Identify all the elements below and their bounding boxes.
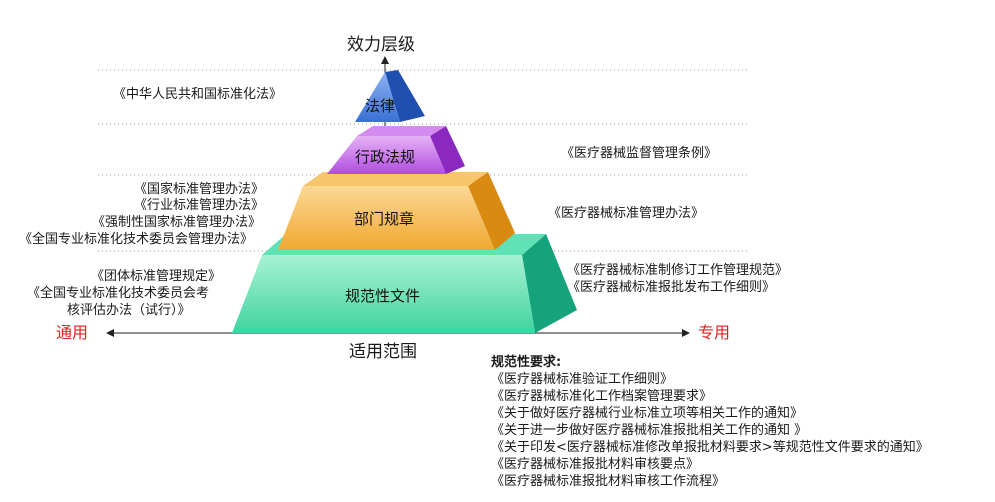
requirement-item: 《关于做好医疗器械行业标准立项等相关工作的通知》 xyxy=(491,406,804,421)
annotation-standardization-law: 《中华人民共和国标准化法》 xyxy=(113,87,283,102)
annotation-rule-item: 《行业标准管理办法》 xyxy=(134,198,265,213)
annotation-device-standard-rule: 《医疗器械标准管理办法》 xyxy=(548,206,705,221)
horizontal-axis-left-arrow xyxy=(106,329,114,337)
annotation-document-item: 《医疗器械标准制修订工作管理规范》 xyxy=(567,263,789,278)
tier-departmental-rules xyxy=(278,172,515,250)
axis-end-general: 通用 xyxy=(56,323,89,342)
horizontal-axis-right-arrow xyxy=(682,329,690,337)
tier-label-departmental-rules: 部门规章 xyxy=(354,210,415,228)
annotation-rule-item: 《全国专业标准化技术委员会管理办法》 xyxy=(19,232,254,247)
requirement-item: 《医疗器械标准验证工作细则》 xyxy=(491,372,674,387)
annotation-rule-item: 《国家标准管理办法》 xyxy=(134,182,265,197)
tier-label-normative-documents: 规范性文件 xyxy=(345,287,421,305)
axis-end-specific: 专用 xyxy=(698,323,731,342)
annotation-rule-item: 《强制性国家标准管理办法》 xyxy=(92,215,262,230)
annotation-device-supervision-regulation: 《医疗器械监督管理条例》 xyxy=(561,146,718,161)
annotation-document-item: 《医疗器械标准报批发布工作细则》 xyxy=(567,280,776,295)
vertical-axis-label: 效力层级 xyxy=(347,35,415,55)
horizontal-axis-label: 适用范围 xyxy=(349,342,417,362)
tier-label-administrative-regulations: 行政法规 xyxy=(355,148,416,166)
annotation-document-item: 《团体标准管理规定》 xyxy=(91,269,222,284)
annotation-document-item: 《全国专业标准化技术委员会考 xyxy=(27,286,210,301)
requirement-item: 《医疗器械标准报批材料审核要点》 xyxy=(491,457,700,472)
requirements-title: 规范性要求: xyxy=(491,355,562,370)
tier-law xyxy=(355,70,425,122)
tier-label-law: 法律 xyxy=(365,97,396,115)
requirement-item: 《关于进一步做好医疗器械标准报批相关工作的通知 》 xyxy=(491,423,808,438)
requirement-item: 《关于印发<医疗器械标准修改单报批材料要求>等规范性文件要求的通知》 xyxy=(491,440,929,455)
requirement-item: 《医疗器械标准化工作档案管理要求》 xyxy=(491,389,713,404)
tier-administrative-regulations xyxy=(327,126,465,174)
requirement-item: 《医疗器械标准报批材料审核工作流程》 xyxy=(491,474,726,489)
vertical-axis-arrow xyxy=(381,56,389,64)
annotation-document-item: 核评估办法（试行）》 xyxy=(67,303,191,318)
